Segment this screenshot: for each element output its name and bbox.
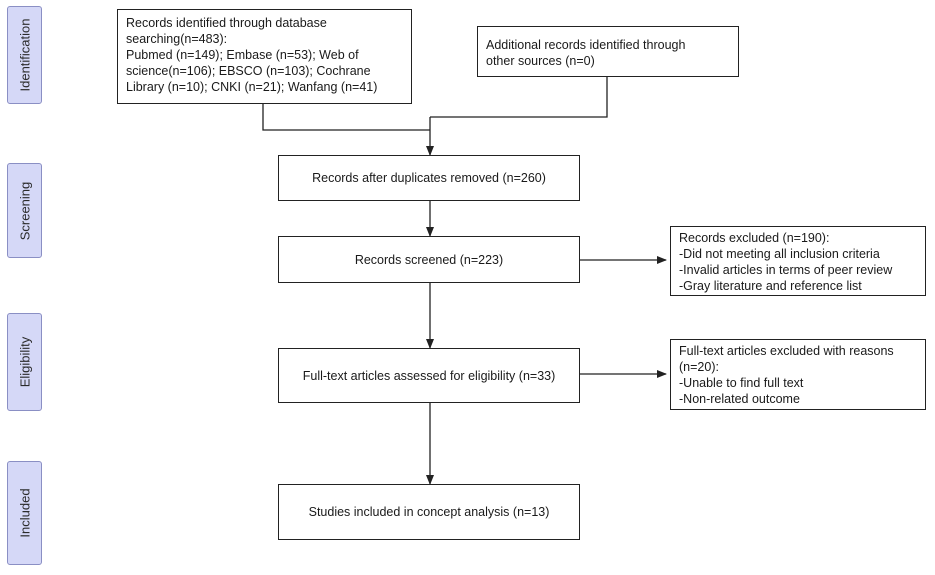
full-text-excluded-box: Full-text articles excluded with reasons… — [670, 339, 926, 410]
records-excluded-line: Records excluded (n=190): — [679, 231, 830, 245]
records-excluded-line: -Invalid articles in terms of peer revie… — [679, 263, 893, 277]
duplicates-removed-text: Records after duplicates removed (n=260) — [312, 171, 546, 185]
records-excluded-line: -Did not meeting all inclusion criteria — [679, 247, 880, 261]
records-excluded-box: Records excluded (n=190): -Did not meeti… — [670, 226, 926, 296]
records-screened-box: Records screened (n=223) — [278, 236, 580, 283]
additional-records-line: Additional records identified through — [486, 38, 686, 52]
database-records-box: Records identified through database sear… — [117, 9, 412, 104]
phase-eligibility: Eligibility — [7, 313, 42, 411]
connector-additional-merge — [430, 77, 608, 118]
database-records-line: Records identified through database — [126, 16, 327, 30]
database-records-line: Library (n=10); CNKI (n=21); Wanfang (n=… — [126, 80, 378, 94]
phase-eligibility-label: Eligibility — [17, 336, 32, 388]
phase-included-label: Included — [17, 488, 32, 538]
phase-included: Included — [7, 461, 42, 565]
phase-screening-label: Screening — [17, 181, 32, 240]
database-records-line: science(n=106); EBSCO (n=103); Cochrane — [126, 64, 371, 78]
duplicates-removed-box: Records after duplicates removed (n=260) — [278, 155, 580, 201]
records-screened-text: Records screened (n=223) — [354, 252, 504, 267]
connector-database-merge — [262, 104, 430, 131]
database-records-line: Pubmed (n=149); Embase (n=53); Web of — [126, 48, 359, 62]
full-text-excluded-line: Full-text articles excluded with reasons — [679, 344, 894, 358]
studies-included-box: Studies included in concept analysis (n=… — [278, 484, 580, 540]
full-text-assessed-box: Full-text articles assessed for eligibil… — [278, 348, 580, 403]
additional-records-box: Additional records identified through ot… — [477, 26, 739, 77]
additional-records-line: other sources (n=0) — [486, 54, 595, 68]
full-text-excluded-line: -Unable to find full text — [679, 376, 804, 390]
full-text-assessed-text: Full-text articles assessed for eligibil… — [302, 368, 556, 383]
phase-screening: Screening — [7, 163, 42, 258]
studies-included-text: Studies included in concept analysis (n=… — [308, 505, 550, 519]
phase-identification-label: Identification — [17, 18, 32, 92]
database-records-line: searching(n=483): — [126, 32, 228, 46]
full-text-excluded-line: -Non-related outcome — [679, 392, 800, 406]
records-excluded-line: -Gray literature and reference list — [679, 279, 862, 293]
full-text-excluded-line: (n=20): — [679, 360, 719, 374]
phase-identification: Identification — [7, 6, 42, 104]
